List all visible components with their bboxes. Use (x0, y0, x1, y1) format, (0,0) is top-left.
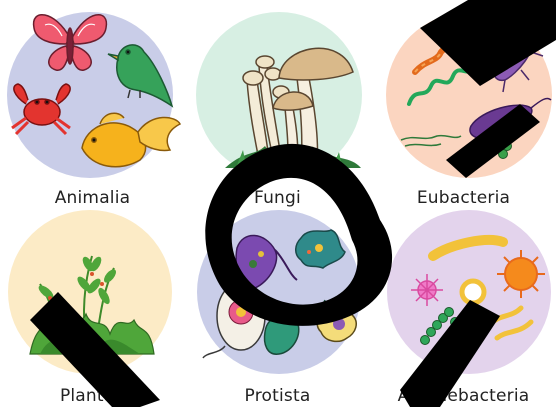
kingdom-protista: Protista (185, 204, 370, 407)
archaebacteria-illustration (371, 204, 556, 384)
kingdom-fungi: Fungi (185, 0, 370, 203)
plantae-illustration (0, 204, 185, 384)
animalia-illustration (0, 0, 185, 180)
protista-illustration (185, 204, 370, 384)
kingdom-archaebacteria: Archaebacteria (371, 204, 556, 407)
fungi-illustration (185, 0, 370, 180)
eubacteria-illustration (371, 0, 556, 180)
kingdom-plantae: Plantae (0, 204, 185, 407)
kingdom-eubacteria: Eubacteria (371, 0, 556, 203)
kingdom-label: Plantae (0, 386, 185, 406)
kingdom-animalia: Animalia (0, 0, 185, 203)
kingdom-label: Archaebacteria (371, 386, 556, 406)
kingdom-label: Protista (185, 386, 370, 406)
